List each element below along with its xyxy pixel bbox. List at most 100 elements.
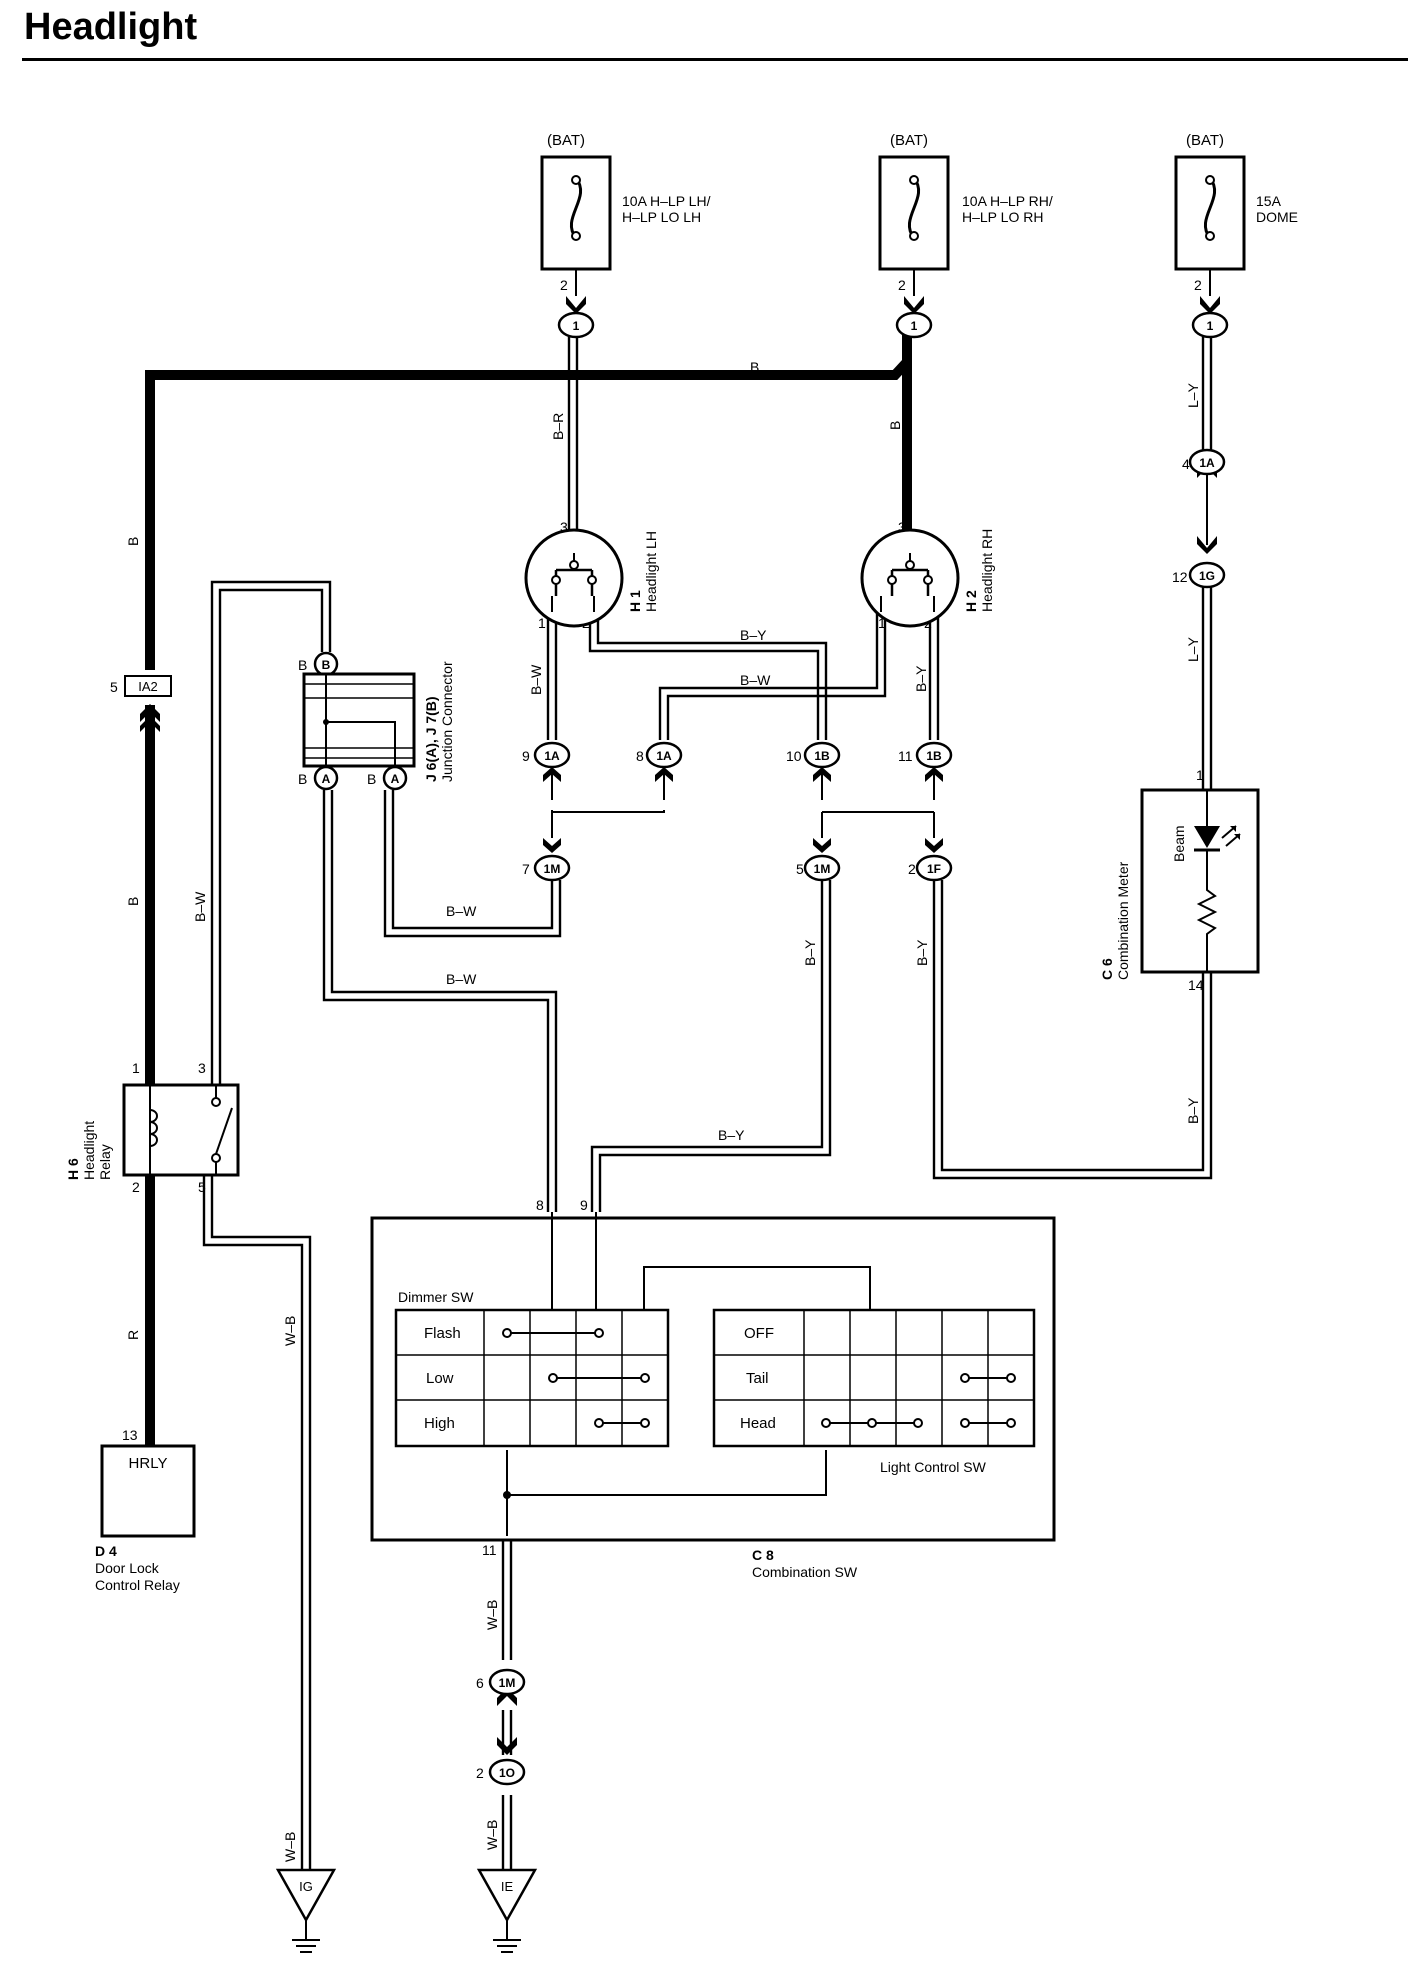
- wire-b-w-mid: [658, 610, 887, 740]
- c8-code: C 8: [752, 1547, 774, 1563]
- wire-label-b-r: B–R: [550, 413, 566, 440]
- dimmer-title: Dimmer SW: [398, 1289, 474, 1305]
- conn-1M-5: 1M: [814, 862, 831, 876]
- pin-3-lh: 3: [560, 519, 568, 535]
- conn-1A-dome: 1A: [1199, 456, 1215, 470]
- pin-1-rh: 1: [878, 615, 886, 631]
- wire-b-w-j: [383, 790, 562, 938]
- conn-1A-9: 1A: [544, 749, 560, 763]
- pin-1-meter: 1: [1196, 767, 1204, 783]
- pin-1-lh: 1: [538, 615, 546, 631]
- combination-meter: Beam C 6 Combination Meter: [1099, 788, 1260, 980]
- wire-b-y-sw: [590, 880, 832, 1212]
- h6-name2: Relay: [97, 1144, 113, 1180]
- conn-1M-6: 1M: [499, 1676, 516, 1690]
- pin-8: 8: [636, 748, 644, 764]
- ground-ie: IE: [476, 1868, 538, 1953]
- wire-label-b-w-relay: B–W: [192, 891, 208, 922]
- junction-name: Junction Connector: [439, 661, 455, 782]
- conn-1-dome: 1: [1207, 319, 1214, 333]
- chevrons: [140, 296, 1220, 1755]
- beam-label: Beam: [1171, 825, 1187, 862]
- conn-1G: 1G: [1199, 569, 1215, 583]
- junction-code: J 6(A), J 7(B): [423, 696, 439, 782]
- door-lock-relay: HRLY D 4 Door Lock Control Relay: [95, 1444, 196, 1593]
- d4-name2: Control Relay: [95, 1577, 180, 1593]
- h1-code: H 1: [627, 590, 643, 612]
- wire-label-r: R: [125, 1330, 141, 1340]
- wire-label-b-w-lh: B–W: [528, 664, 544, 695]
- splices: [551, 766, 935, 838]
- wire-label-l-y1: L–Y: [1185, 382, 1201, 408]
- pin-j-a-left: B: [298, 771, 307, 787]
- fuse-rh-source: (BAT): [890, 132, 928, 149]
- fuse-dome-source: (BAT): [1186, 132, 1224, 149]
- h1-name: Headlight LH: [643, 531, 659, 612]
- pin-12: 12: [1172, 569, 1188, 585]
- wire-label-b-top: B: [750, 359, 759, 375]
- headlight-lh: H 1 Headlight LH: [524, 528, 659, 628]
- connector-labels: 1 1 1 1A 1G 1A 1A 1B 1B 1M 1M 1F 1M 1O B…: [322, 319, 1215, 1780]
- conn-1B-10: 1B: [814, 749, 830, 763]
- wire-label-b-left2: B: [125, 897, 141, 906]
- wire-label-w-b2: W–B: [282, 1832, 298, 1862]
- fuse-lh-source: (BAT): [547, 132, 585, 149]
- pin-2o: 2: [476, 1765, 484, 1781]
- wire-label-b-y-2: B–Y: [914, 939, 930, 966]
- wire-w-b-sw: [501, 1536, 513, 1870]
- wire-label-l-y2: L–Y: [1185, 636, 1201, 662]
- pin-11: 11: [898, 748, 913, 764]
- conn-j-a1: A: [322, 772, 331, 786]
- dimmer-row-high: High: [424, 1415, 455, 1432]
- combination-switch: Dimmer SW Flash Low High: [370, 1212, 1056, 1580]
- fuse-lh-label2: H–LP LO LH: [622, 209, 701, 225]
- conn-1B-11: 1B: [926, 749, 942, 763]
- light-title: Light Control SW: [880, 1459, 987, 1475]
- conn-1M-7: 1M: [544, 862, 561, 876]
- fuse-dome-label1: 15A: [1256, 193, 1282, 209]
- wire-label-b-y-rh: B–Y: [913, 665, 929, 692]
- wire-label-w-b3: W–B: [484, 1600, 500, 1630]
- wire-label-b-w-j: B–W: [446, 903, 477, 919]
- pin-9: 9: [522, 748, 530, 764]
- conn-ia2-label: IA2: [138, 679, 158, 694]
- conn-1-lh: 1: [573, 319, 580, 333]
- wire-label-b-y-5: B–Y: [802, 939, 818, 966]
- conn-j-b: B: [322, 658, 331, 672]
- conn-j-a2: A: [391, 772, 400, 786]
- h2-name: Headlight RH: [979, 529, 995, 612]
- pin-10: 10: [786, 748, 802, 764]
- wire-label-w-b1: W–B: [282, 1316, 298, 1346]
- headlight-rh: H 2 Headlight RH: [860, 528, 995, 628]
- d4-box-label: HRLY: [129, 1455, 168, 1472]
- pin-2f: 2: [908, 861, 916, 877]
- pin-11-sw: 11: [482, 1542, 497, 1558]
- light-row-off: OFF: [744, 1325, 774, 1342]
- conn-1A-8: 1A: [656, 749, 672, 763]
- headlight-relay: H 6 Headlight Relay: [65, 1083, 240, 1180]
- title-rule: [22, 58, 1408, 61]
- pin-j-b-left: B: [298, 657, 307, 673]
- pin-8-sw: 8: [536, 1197, 544, 1213]
- h6-code: H 6: [65, 1158, 81, 1180]
- wire-w-b-relay: [202, 1172, 312, 1870]
- dimmer-row-low: Low: [426, 1370, 454, 1387]
- light-row-head: Head: [740, 1415, 776, 1432]
- c6-name: Combination Meter: [1115, 861, 1131, 980]
- fuse-lh: (BAT) 10A H–LP LH/ H–LP LO LH 2: [540, 132, 711, 296]
- wire-labels: B B B B–R B L–Y L–Y B–W B–Y B–W B–Y B–W …: [125, 359, 1201, 1862]
- fuse-rh-pin: 2: [898, 277, 906, 293]
- pin-numbers: 4 12 1 14 3 1 2 3 1 2 9 8 10 11 7 5 2 1 …: [122, 456, 1204, 1781]
- ground-ig: IG: [275, 1868, 337, 1953]
- fuse-rh: (BAT) 10A H–LP RH/ H–LP LO RH 2: [878, 132, 1053, 296]
- wire-b-w-long: [322, 790, 558, 1212]
- wire-label-b-w-long: B–W: [446, 971, 477, 987]
- pin-2-relay: 2: [132, 1179, 140, 1195]
- connector-ovals: [313, 311, 1229, 1786]
- wire-label-b-y-sw: B–Y: [718, 1127, 745, 1143]
- pin-7: 7: [522, 861, 530, 877]
- fuse-dome-label2: DOME: [1256, 209, 1298, 225]
- pin-14: 14: [1188, 977, 1204, 993]
- wires: [145, 330, 1213, 1870]
